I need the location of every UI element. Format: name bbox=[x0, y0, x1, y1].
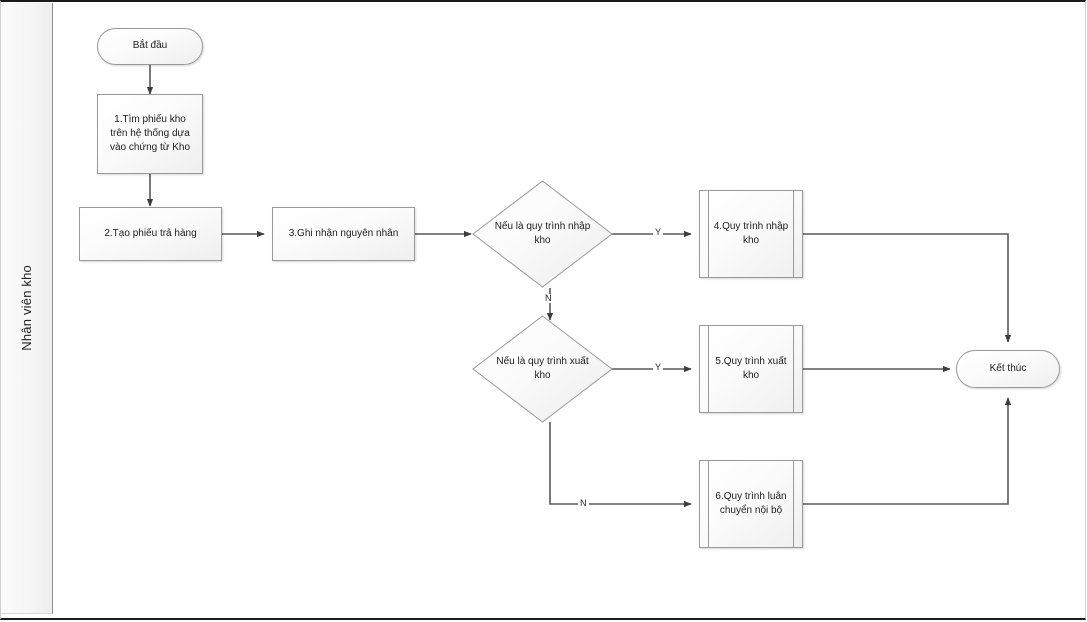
node-step5-label: 5.Quy trình xuất kho bbox=[715, 355, 787, 381]
node-decision-xuat-kho[interactable]: Nếu là quy trình xuất kho bbox=[472, 315, 613, 423]
diamond-shape-icon bbox=[472, 180, 613, 288]
node-step2[interactable]: 2.Tạo phiếu trả hàng bbox=[79, 207, 222, 261]
node-decision-nhap-kho[interactable]: Nếu là quy trình nhập kho bbox=[472, 180, 613, 288]
swimlane-header: Nhân viên kho bbox=[1, 3, 53, 614]
node-step3[interactable]: 3.Ghi nhận nguyên nhân bbox=[272, 207, 415, 261]
edge-label-dec1-yes: Y bbox=[653, 227, 664, 237]
node-step1[interactable]: 1.Tìm phiếu kho trên hệ thống dựa vào ch… bbox=[97, 94, 203, 174]
predefined-process-right-bar-icon bbox=[793, 191, 794, 277]
edge-label-dec2-yes: Y bbox=[653, 362, 664, 372]
node-start-label: Bắt đầu bbox=[132, 40, 168, 52]
node-step3-label: 3.Ghi nhận nguyên nhân bbox=[288, 227, 399, 239]
node-step5[interactable]: 5.Quy trình xuất kho bbox=[699, 325, 803, 413]
diamond-shape-icon bbox=[472, 315, 613, 423]
node-start[interactable]: Bắt đầu bbox=[97, 28, 203, 65]
predefined-process-left-bar-icon bbox=[708, 461, 709, 547]
edge-label-dec1-no: N bbox=[543, 293, 554, 303]
node-end-label: Kết thúc bbox=[989, 362, 1027, 374]
edge-label-dec2-no: N bbox=[578, 498, 589, 508]
node-step6[interactable]: 6.Quy trình luân chuyển nội bộ bbox=[699, 460, 803, 548]
node-step2-label: 2.Tạo phiếu trả hàng bbox=[104, 227, 197, 239]
node-decision-nhap-kho-label: Nếu là quy trình nhập kho bbox=[494, 220, 591, 247]
node-decision-xuat-kho-label: Nếu là quy trình xuất kho bbox=[496, 355, 589, 382]
node-end[interactable]: Kết thúc bbox=[956, 350, 1060, 388]
predefined-process-left-bar-icon bbox=[708, 191, 709, 277]
node-step4-label: 4.Quy trình nhập kho bbox=[713, 220, 789, 246]
node-step1-label: 1.Tìm phiếu kho trên hệ thống dựa vào ch… bbox=[109, 113, 191, 154]
node-step6-label: 6.Quy trình luân chuyển nội bộ bbox=[715, 490, 787, 516]
swimlane-body bbox=[54, 3, 1085, 614]
predefined-process-left-bar-icon bbox=[708, 326, 709, 412]
predefined-process-right-bar-icon bbox=[793, 326, 794, 412]
node-step4[interactable]: 4.Quy trình nhập kho bbox=[699, 190, 803, 278]
predefined-process-right-bar-icon bbox=[793, 461, 794, 547]
swimlane-label: Nhân viên kho bbox=[19, 265, 34, 351]
